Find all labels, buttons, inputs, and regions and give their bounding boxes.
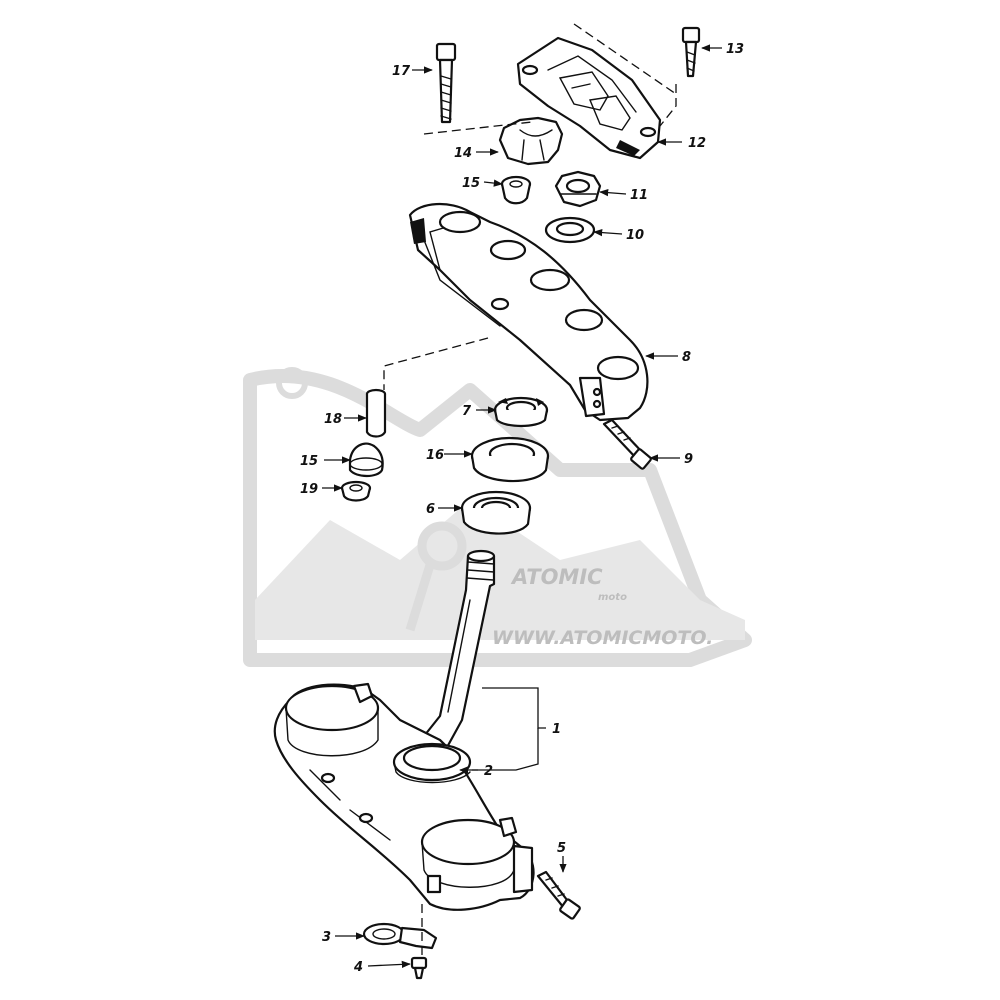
part-5-pinch-bolt <box>536 870 581 920</box>
callout-6: 6 <box>426 502 435 517</box>
callout-2: 2 <box>484 764 493 779</box>
watermark-ring-center <box>417 521 467 571</box>
part-10-washer <box>544 216 596 244</box>
part-15-upper-bushing <box>500 175 532 205</box>
callout-8: 8 <box>682 350 691 365</box>
leader-lines <box>322 23 722 969</box>
part-17-bolt <box>435 42 457 124</box>
watermark-url: WWW.ATOMICMOTO. <box>492 627 713 649</box>
callout-9: 9 <box>684 452 693 467</box>
part-6-bearing <box>460 490 532 535</box>
callout-14: 14 <box>454 146 472 161</box>
callout-labels: 17 13 12 14 15 11 10 8 9 7 18 16 15 19 6… <box>300 42 744 975</box>
callout-18: 18 <box>324 412 342 427</box>
callout-4: 4 <box>353 960 363 975</box>
part-16-dust-seal <box>470 436 550 483</box>
callout-11: 11 <box>630 188 648 203</box>
part-15-lower-bushing <box>348 442 384 478</box>
part-7-lock-nut <box>493 396 549 428</box>
part-8-upper-bracket <box>408 202 649 422</box>
callout-7: 7 <box>462 404 472 419</box>
watermark-mountain-outline <box>243 368 752 667</box>
callout-3: 3 <box>322 930 331 945</box>
part-19-nut <box>340 480 372 502</box>
watermark-brand: ATOMIC <box>510 565 603 589</box>
part-11-steering-nut <box>554 170 602 208</box>
callout-13: 13 <box>726 42 744 57</box>
watermark-mountain-fill <box>255 500 745 640</box>
callout-16: 16 <box>426 448 444 463</box>
callout-12: 12 <box>688 136 706 151</box>
part-18-collar <box>365 388 387 438</box>
part-4-screw <box>410 956 428 980</box>
callout-5: 5 <box>557 841 566 856</box>
watermark-ring-left <box>276 367 308 399</box>
callout-19: 19 <box>300 482 318 497</box>
callout-17: 17 <box>392 64 411 79</box>
part-3-hose-clamp <box>362 922 438 950</box>
part-1-steering-stem <box>273 549 535 911</box>
callout-15-lower: 15 <box>300 454 318 469</box>
watermark-tagline: moto <box>598 592 627 603</box>
part-14-handlebar-holder <box>498 116 564 166</box>
part-13-bolt <box>681 26 701 78</box>
callout-1: 1 <box>552 722 561 737</box>
part-12-handlebar-clamp <box>516 36 662 160</box>
callout-15-upper: 15 <box>462 176 480 191</box>
part-9-pinch-bolt <box>602 418 652 470</box>
callout-10: 10 <box>626 228 644 243</box>
watermark: ATOMIC moto WWW.ATOMICMOTO. <box>243 367 752 667</box>
